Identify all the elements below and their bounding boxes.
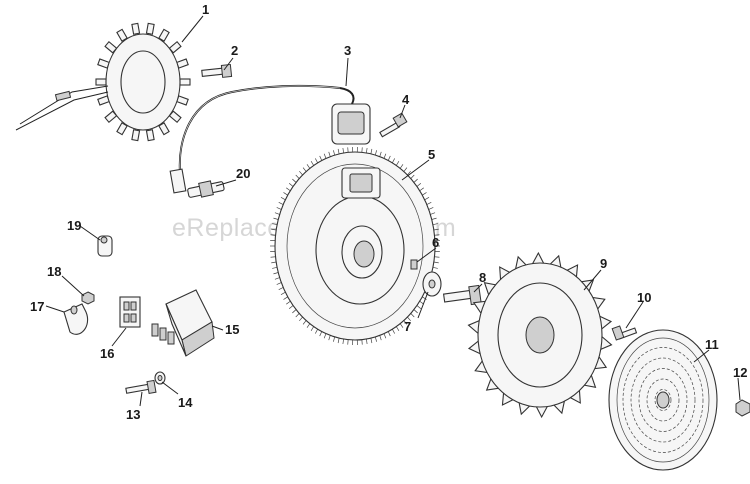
- callout-6: 6: [432, 235, 439, 250]
- part-stator: [15, 22, 191, 142]
- callout-2: 2: [231, 43, 238, 58]
- part-screen: [608, 329, 718, 471]
- part-clip: [97, 235, 113, 257]
- part-nut-18: [81, 291, 95, 305]
- callout-1: 1: [202, 2, 209, 17]
- part-flywheel: [270, 147, 440, 345]
- callout-4: 4: [402, 92, 410, 107]
- callout-19: 19: [67, 218, 81, 233]
- part-nut-12: [735, 399, 750, 417]
- callout-18: 18: [47, 264, 61, 279]
- callout-labels: 1 2 3 4 5 6 7 8 9 10 11 12 13 14 15 16 1…: [30, 2, 747, 422]
- callout-3: 3: [344, 43, 351, 58]
- callout-10: 10: [637, 290, 651, 305]
- part-ignition-module: [169, 84, 371, 194]
- part-spark-plug: [187, 180, 225, 198]
- part-screw-10: [611, 325, 638, 341]
- part-clamp: [63, 303, 88, 335]
- callout-14: 14: [178, 395, 193, 410]
- part-bolt-2: [201, 63, 233, 78]
- callout-9: 9: [600, 256, 607, 271]
- callout-15: 15: [225, 322, 239, 337]
- part-rectifier: [151, 289, 215, 357]
- callout-8: 8: [479, 270, 486, 285]
- part-flywheel-bolt: [442, 284, 482, 306]
- part-screw-4: [379, 112, 408, 138]
- leader-lines: [45, 15, 741, 407]
- part-connector: [119, 296, 141, 328]
- callout-17: 17: [30, 299, 44, 314]
- part-washer-14: [154, 371, 166, 385]
- callout-12: 12: [733, 365, 747, 380]
- part-screw-13: [125, 379, 157, 395]
- callout-11: 11: [705, 337, 719, 352]
- callout-7: 7: [404, 319, 411, 334]
- callout-16: 16: [100, 346, 114, 361]
- part-key: [410, 259, 418, 270]
- callout-5: 5: [428, 147, 435, 162]
- callout-20: 20: [236, 166, 250, 181]
- part-washer-7: [422, 271, 442, 297]
- part-fan: [467, 251, 613, 419]
- callout-13: 13: [126, 407, 140, 422]
